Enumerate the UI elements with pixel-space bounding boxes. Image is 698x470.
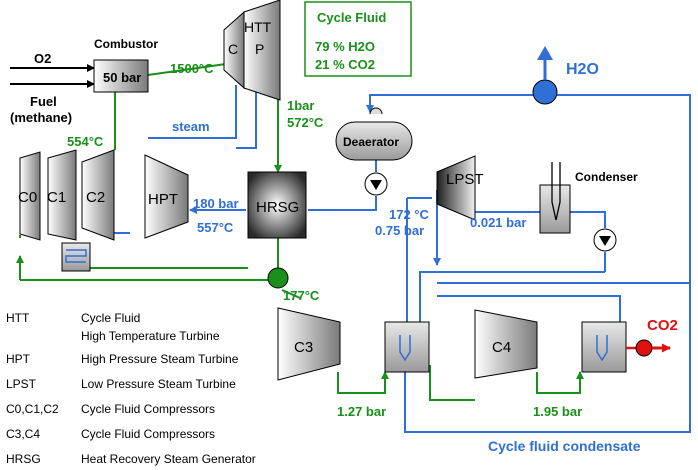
lpst-label: LPST	[446, 171, 484, 188]
c2-label: C2	[86, 189, 105, 206]
legend-desc: Heat Recovery Steam Generator	[81, 452, 256, 466]
legend-abbr: LPST	[6, 377, 37, 391]
c1-label: C1	[47, 189, 66, 206]
htt-label-top: HTT	[244, 19, 272, 35]
legend-desc: Cycle Fluid	[81, 311, 140, 325]
c4-label: C4	[492, 339, 511, 356]
legend-desc: High Temperature Turbine	[81, 329, 220, 343]
c0-label: C0	[18, 189, 37, 206]
combustor	[93, 59, 149, 93]
hrsg-outlet-node	[267, 267, 289, 289]
deaerator-pump	[364, 172, 388, 196]
cycle-fluid-co2: 21 % CO2	[315, 57, 375, 72]
legend-abbr: C0,C1,C2	[6, 402, 59, 416]
c4-out-pressure: 1.95 bar	[533, 404, 582, 419]
legend-desc: Cycle Fluid Compressors	[81, 427, 215, 441]
o2-label: O2	[34, 51, 51, 66]
legend-abbr: HTT	[6, 311, 30, 325]
htt-out-pressure: 1bar	[287, 98, 314, 113]
htt-label-p: P	[255, 41, 264, 57]
small-heat-exchanger	[61, 242, 91, 272]
legend-abbr: C3,C4	[6, 427, 40, 441]
hrsg-label: HRSG	[256, 199, 299, 216]
blue-flow-lines	[99, 60, 691, 433]
c3-label: C3	[294, 339, 313, 356]
h2o-valve	[532, 79, 558, 105]
h2o-arrow	[537, 46, 553, 60]
steam-pressure: 180 bar	[193, 196, 239, 211]
deaerator	[335, 107, 413, 161]
cycle-fluid-box	[304, 1, 412, 77]
hpt-label: HPT	[148, 191, 178, 208]
fuel-label: Fuel	[30, 94, 57, 109]
deaerator-label: Deaerator	[343, 135, 399, 149]
steam-temp: 557°C	[197, 220, 234, 235]
h2o-label: H2O	[566, 61, 599, 78]
compressor-c3	[277, 307, 341, 381]
condenser	[539, 162, 571, 234]
combustor-title: Combustor	[94, 37, 158, 51]
temp-compressor-out: 554°C	[67, 134, 104, 149]
cycle-fluid-title: Cycle Fluid	[317, 10, 386, 25]
lpst-in-temp: 172 °C	[389, 207, 430, 222]
htt-out-temp: 572°C	[287, 115, 324, 130]
legend-desc: Low Pressure Steam Turbine	[81, 377, 236, 391]
temp-combustor-out: 1500°C	[170, 61, 214, 76]
intercooler-2	[581, 321, 627, 373]
intercooler-1	[384, 321, 430, 373]
lpst-out-pressure: 0.021 bar	[470, 215, 526, 230]
lpst-turbine	[436, 155, 476, 221]
cycle-fluid-h2o: 79 % H2O	[315, 39, 375, 54]
hpt-turbine	[144, 154, 189, 239]
lpst-in-pressure: 0.75 bar	[375, 223, 424, 238]
legend: HTT Cycle Fluid High Temperature Turbine…	[6, 311, 256, 466]
combustor-pressure: 50 bar	[103, 70, 141, 85]
co2-label: CO2	[647, 317, 678, 334]
legend-abbr: HPT	[6, 352, 31, 366]
legend-abbr: HRSG	[6, 452, 41, 466]
condenser-label: Condenser	[575, 170, 638, 184]
htt-label-c: C	[228, 41, 238, 57]
c3-out-pressure: 1.27 bar	[337, 404, 386, 419]
condensate-label: Cycle fluid condensate	[488, 438, 641, 454]
co2-valve	[635, 339, 653, 357]
legend-desc: High Pressure Steam Turbine	[81, 352, 239, 366]
steam-label: steam	[172, 119, 210, 134]
hrsg	[247, 171, 307, 239]
compressor-group-c0-c2	[19, 149, 115, 241]
legend-desc: Cycle Fluid Compressors	[81, 402, 215, 416]
compressor-c4	[474, 309, 538, 379]
fuel-sub-label: (methane)	[10, 110, 72, 125]
input-arrows	[10, 64, 95, 88]
condenser-pump	[593, 228, 617, 252]
hrsg-out-temp: 177°C	[283, 288, 320, 303]
